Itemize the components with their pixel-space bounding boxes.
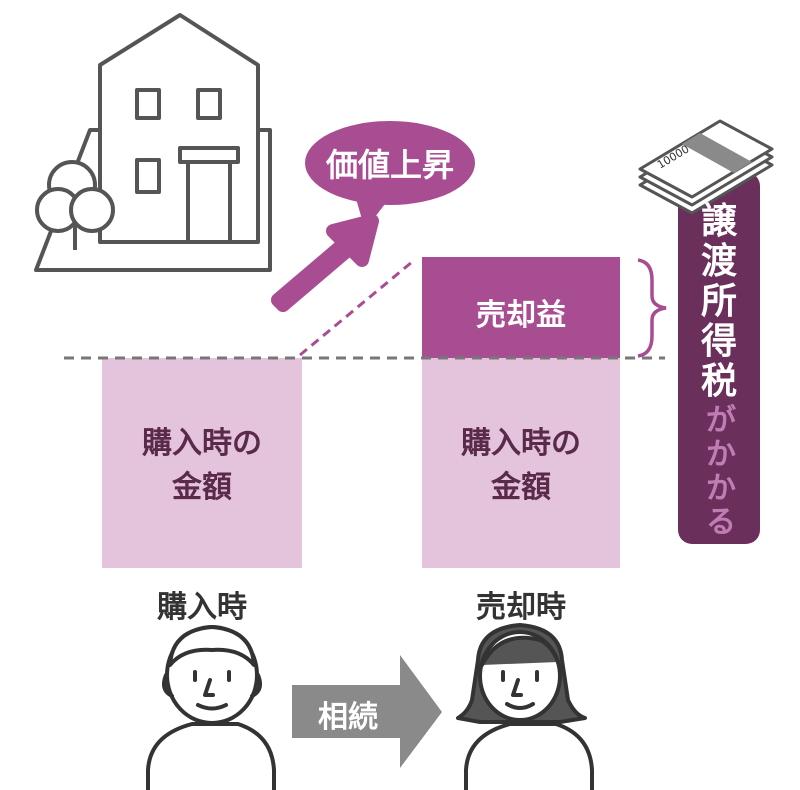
value-rise-arrow: [271, 214, 379, 312]
sale-box-label: 購入時の 金額: [422, 422, 620, 510]
inheritance-arrow: [292, 655, 442, 768]
tax-sub-text: がかかる: [706, 403, 736, 540]
gain-label: 売却益: [476, 298, 566, 333]
sale-caption: 売却時: [476, 590, 566, 625]
house-icon: [34, 13, 272, 272]
sale-price-box: [422, 358, 620, 568]
gain-brace: [637, 258, 667, 358]
woman-icon: [456, 623, 594, 790]
purchase-box-label: 購入時の 金額: [102, 422, 302, 510]
sale-box-line2: 金額: [491, 470, 551, 505]
purchase-price-box: [102, 358, 302, 568]
banknote-stack-icon: 10000: [638, 119, 774, 215]
inheritance-label: 相続: [318, 700, 378, 735]
purchase-box-line2: 金額: [172, 470, 232, 505]
tax-main-text: 譲渡所得税: [700, 201, 737, 402]
grandmother-icon: [146, 625, 276, 790]
bubble-text: 価値上昇: [325, 146, 454, 184]
sale-box-line1: 購入時の: [461, 426, 581, 461]
rise-dashed-line: [299, 260, 413, 357]
value-rise-bubble: [305, 121, 475, 230]
gain-box: [422, 257, 620, 358]
purchase-caption: 購入時: [157, 590, 247, 625]
purchase-box-line1: 購入時の: [142, 426, 262, 461]
tax-panel: [678, 172, 760, 544]
